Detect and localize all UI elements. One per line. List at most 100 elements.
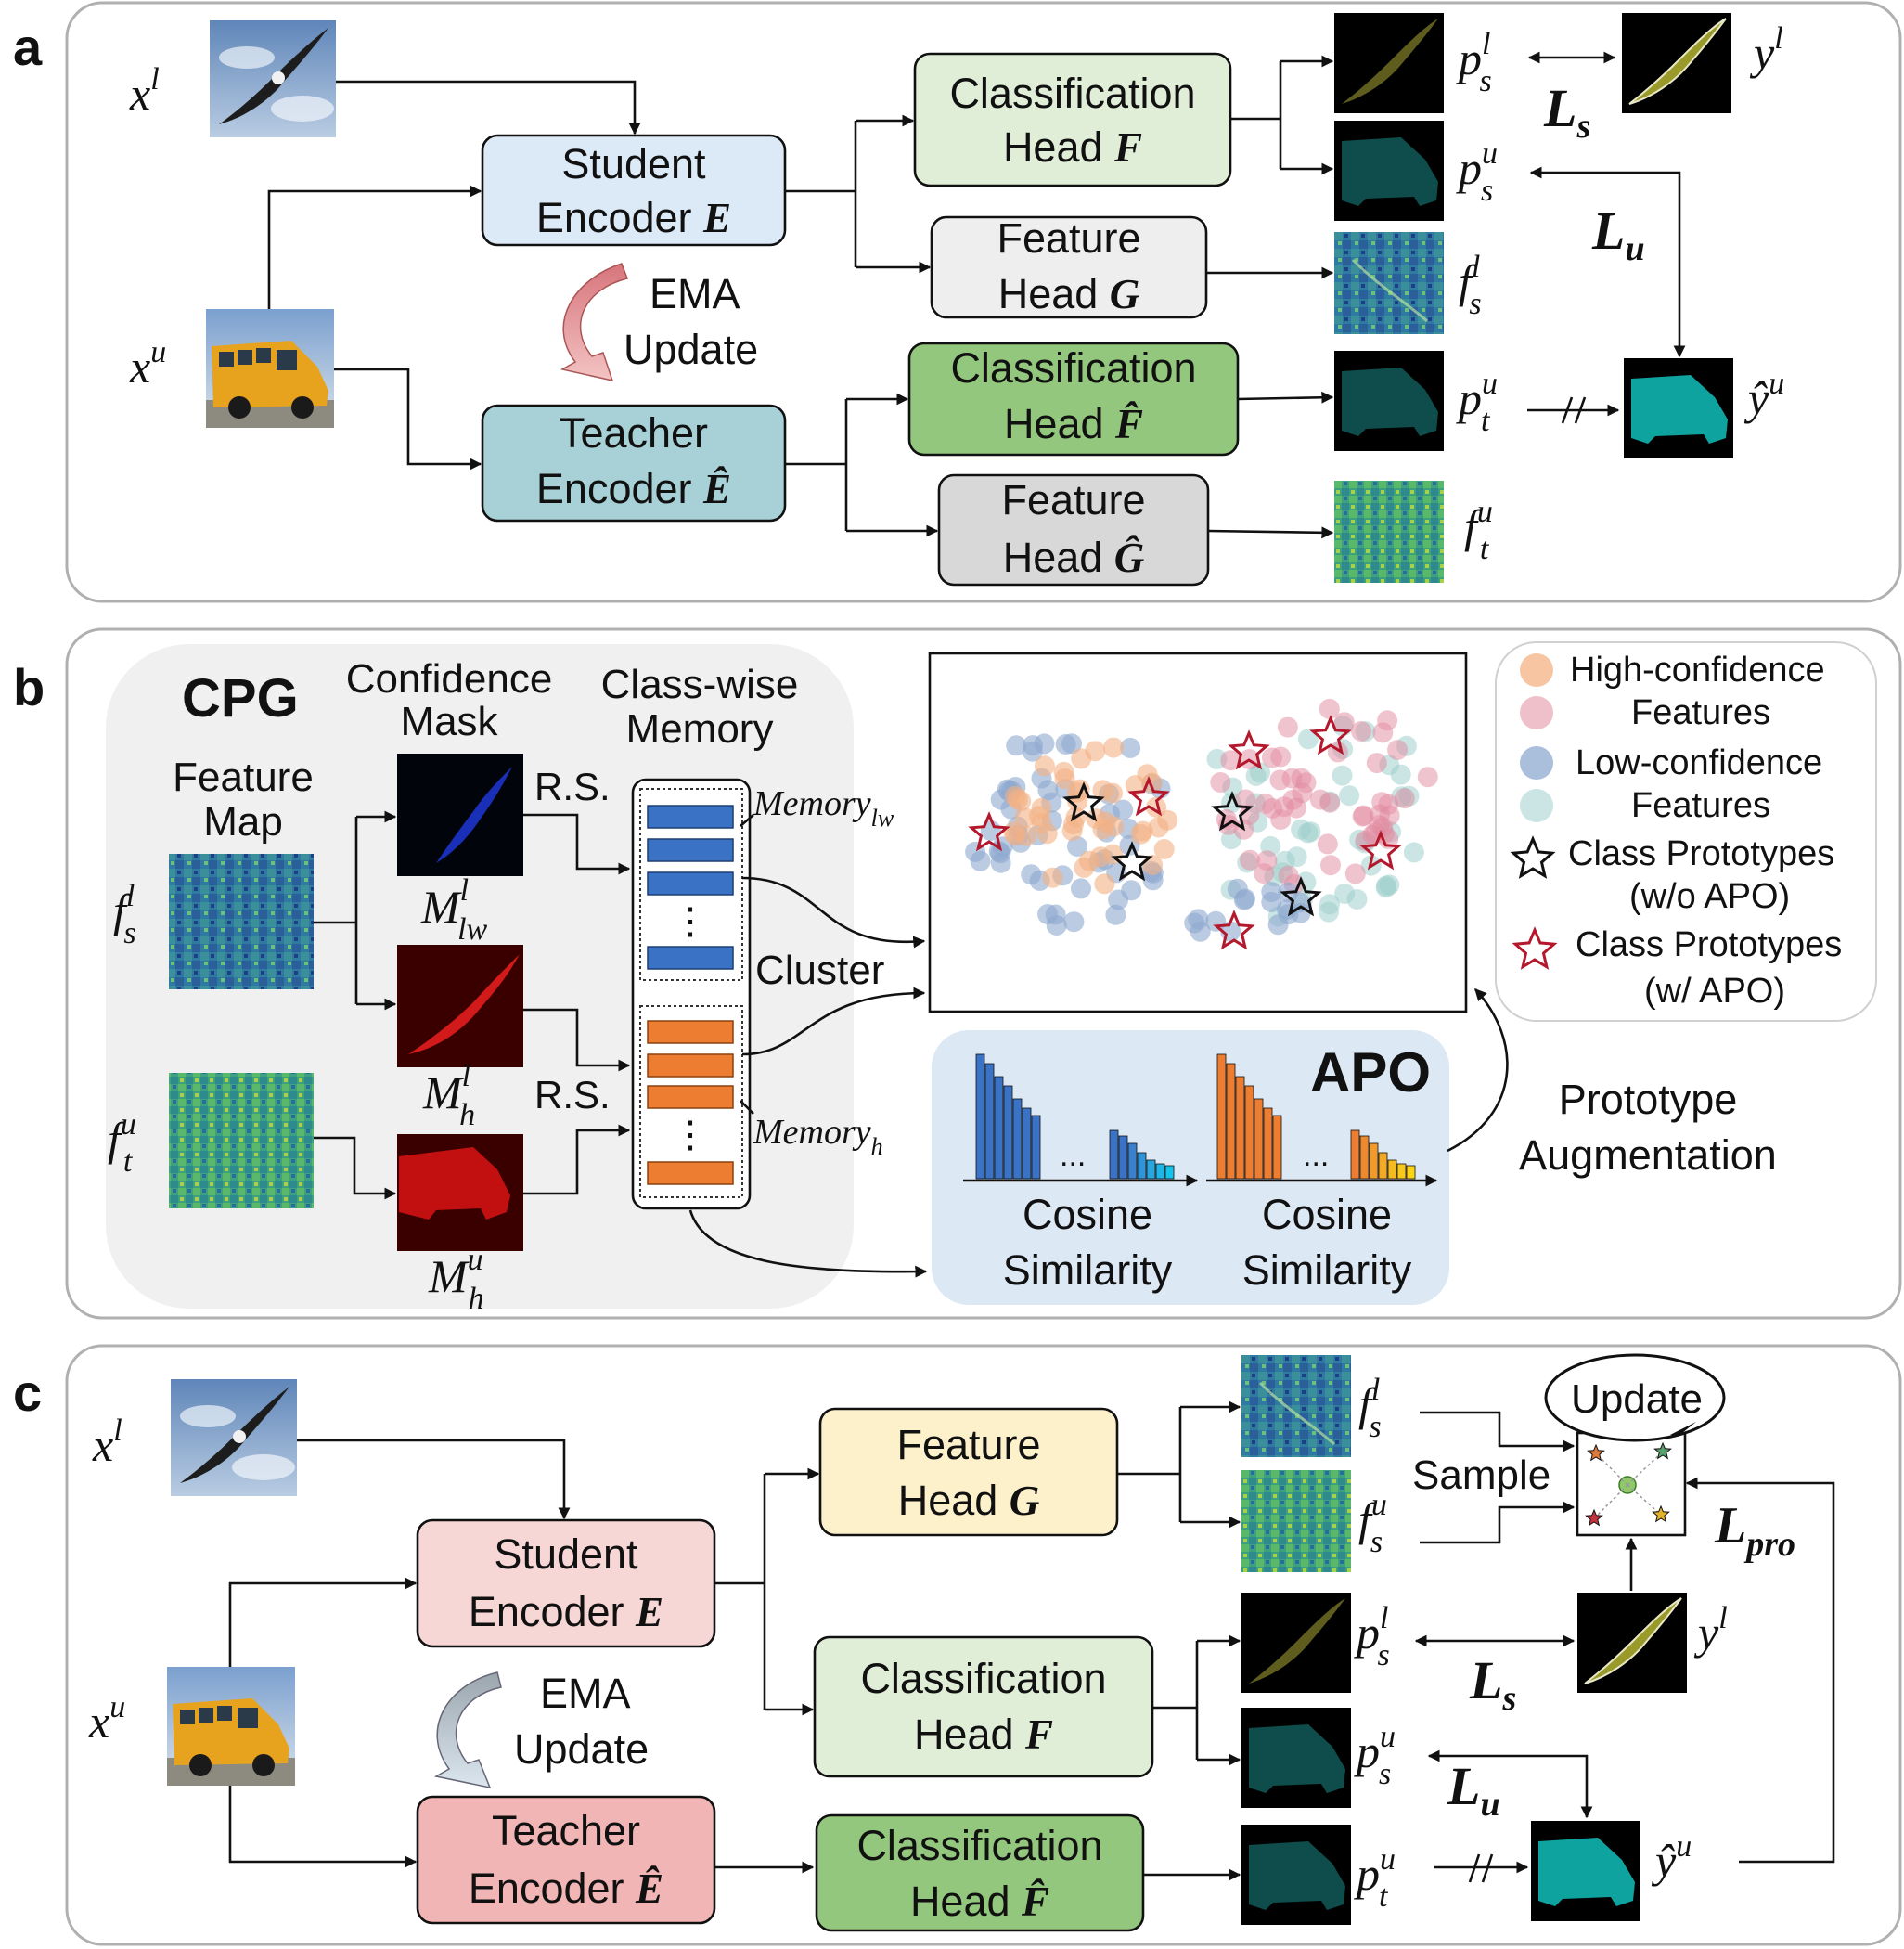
cosine-left-title: Cosine (1023, 1191, 1152, 1238)
legend-proto-wo-label-2: (w/o APO) (1629, 877, 1790, 916)
scatter-point-high-conf-pink (1319, 792, 1341, 813)
scatter-point-high-conf-orange (1148, 817, 1169, 838)
scatter-point-low-conf-teal (1376, 875, 1396, 897)
memory-lw-ellipsis: ⋮ (672, 901, 709, 942)
legend-low-conf-swatch-blue (1520, 746, 1553, 780)
prototype-star-black (1211, 791, 1254, 832)
loss-pro-label: Lpro (1714, 1497, 1795, 1564)
scatter-point-high-conf-orange (1054, 768, 1075, 790)
c-ema-arrow (433, 1671, 502, 1789)
student-encoder-subtitle: Encoder E (536, 194, 731, 241)
cosine-bar (1031, 1115, 1041, 1180)
prototype-star-black (1280, 876, 1322, 917)
panel-c: xl xu Student Encoder E EMA Update Teach… (88, 1353, 1835, 1932)
input-image-bird (210, 20, 336, 137)
scatter-point-high-conf-pink (1256, 850, 1278, 871)
scatter-point-low-conf-blue (1261, 882, 1282, 902)
feat-head-g-title: Feature (997, 214, 1140, 262)
pred-mask-ps-l (1334, 13, 1444, 113)
b-feature-map-fs-l-tile (169, 854, 314, 989)
apo-label: APO (1310, 1041, 1431, 1104)
scatter-point-high-conf-pink (1277, 716, 1298, 738)
legend-low-conf-swatch-teal (1520, 789, 1553, 822)
c-x-labeled-label: xl (92, 1413, 122, 1471)
scatter-point-low-conf-blue (1121, 880, 1142, 901)
scatter-point-high-conf-pink (1278, 865, 1299, 886)
panel-b: CPG Confidence Mask Class-wise Memory Fe… (106, 641, 1877, 1316)
scatter-point-high-conf-orange (1034, 755, 1055, 777)
cosine-bar (1022, 1107, 1032, 1180)
ema-label: EMA (650, 270, 740, 317)
panel-a: xl xu Student Encoder E EMA Update Teach… (129, 12, 1784, 587)
cosine-bar (1012, 1098, 1023, 1180)
prototype-star-black (1111, 841, 1153, 882)
feat-head-ghat-box (937, 473, 1210, 587)
memory-h-ellipsis: ⋮ (672, 1115, 709, 1155)
cosine-bar (1263, 1107, 1273, 1180)
feat-head-ghat-subtitle: Head Ĝ (1003, 534, 1145, 581)
scatter-point-high-conf-orange (1003, 821, 1024, 843)
scatter-point-low-conf-blue (1190, 921, 1211, 942)
cosine-bar (1003, 1085, 1013, 1180)
update-label: Update (1571, 1376, 1703, 1422)
c-cls-head-fhat-box (815, 1813, 1145, 1932)
c-loss-s-label: Ls (1469, 1650, 1516, 1718)
x-labeled-label: xl (129, 62, 160, 120)
scatter-point-high-conf-orange (1078, 850, 1100, 871)
panel-label-b: b (13, 658, 45, 716)
scatter-point-low-conf-teal (1403, 842, 1424, 863)
panel-a-frame (65, 1, 1902, 603)
cosine-bar (1244, 1085, 1254, 1180)
scatter-point-high-conf-pink (1319, 698, 1340, 719)
prototype-star-small (1587, 1443, 1605, 1462)
cosine-bar (1235, 1076, 1245, 1180)
scatter-point-high-conf-pink (1281, 768, 1303, 789)
c-cls-head-fhat-subtitle: Head F̂ (910, 1878, 1049, 1925)
rs-top-label: R.S. (534, 765, 611, 808)
prototype-link (1595, 1452, 1628, 1486)
scatter-point-high-conf-orange (1085, 741, 1106, 762)
scatter-point-low-conf-blue (1142, 870, 1164, 891)
scatter-point-high-conf-orange (1137, 764, 1158, 785)
cosine-bar (1359, 1135, 1370, 1180)
cls-head-f-title: Classification (949, 70, 1195, 117)
cosine-right-title: Cosine (1262, 1191, 1392, 1238)
c-input-image-bird (171, 1379, 297, 1496)
c-cls-head-fhat-title: Classification (856, 1822, 1102, 1869)
scatter-point-high-conf-pink (1240, 849, 1261, 871)
update-bubble (1544, 1353, 1726, 1442)
scatter-point-high-conf-orange (1153, 839, 1175, 859)
cosine-bar (1109, 1129, 1119, 1180)
scatter-point-high-conf-pink (1372, 722, 1394, 743)
c-feature-map-fs-l (1240, 1353, 1353, 1459)
c-pred-mask-pt-u (1241, 1825, 1351, 1925)
cosine-right-subtitle: Similarity (1242, 1246, 1412, 1294)
panel-label-c: c (13, 1363, 42, 1422)
scatter-point-high-conf-pink (1320, 855, 1341, 876)
apo-dots-left: ... (1060, 1138, 1086, 1173)
cosine-bar (1164, 1165, 1175, 1180)
scatter-point-low-conf-teal (1286, 846, 1307, 868)
prototype-star-small (1652, 1504, 1670, 1523)
mask-m-lw-l (397, 754, 523, 876)
scatter-point-low-conf-blue (1063, 911, 1085, 933)
cosine-bar (1369, 1142, 1379, 1180)
mask-m-h-l (397, 945, 523, 1067)
scatter-point-high-conf-pink (1317, 833, 1338, 855)
pseudo-label-mask-y-hat-u (1624, 358, 1733, 458)
loss-u-label: Lu (1591, 200, 1645, 268)
legend-proto-wo-label: Class Prototypes (1568, 834, 1834, 873)
class-memory-subtitle: Memory (626, 706, 774, 752)
scatter-point-low-conf-blue (1006, 735, 1027, 756)
scatter-point-high-conf-pink (1351, 721, 1372, 742)
prototype-star-red (968, 811, 1010, 852)
cosine-bar (1137, 1152, 1147, 1180)
scatter-point-high-conf-orange (1036, 823, 1058, 845)
